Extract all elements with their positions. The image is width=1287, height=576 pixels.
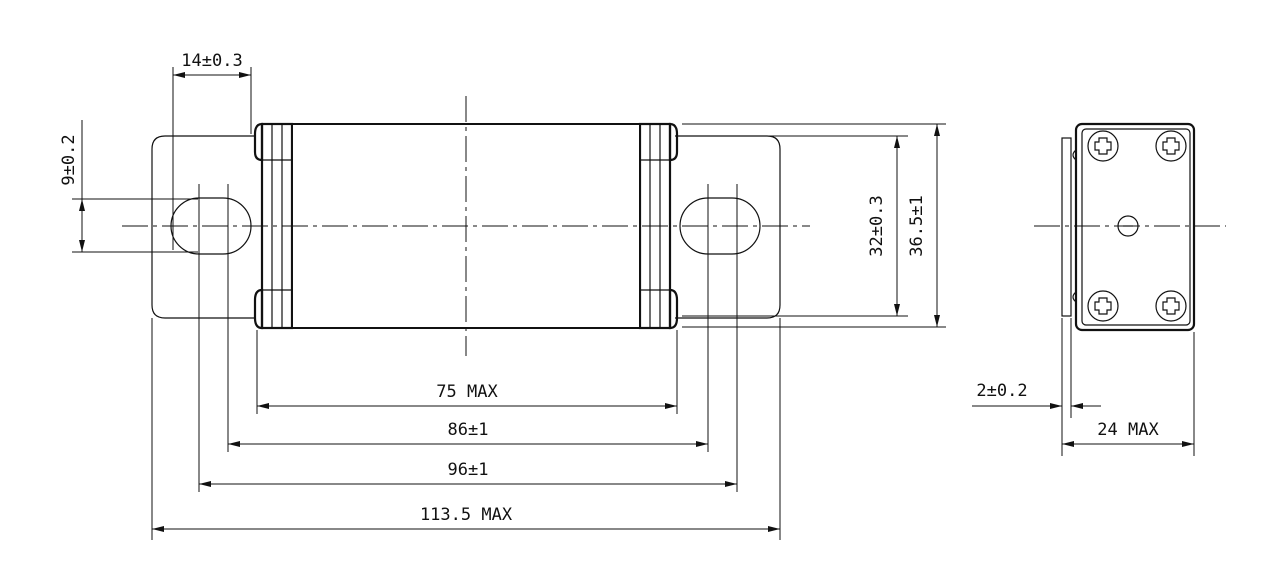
screw-bottom-right-icon bbox=[1155, 290, 1187, 322]
dimension-32: 32±0.3 bbox=[867, 136, 900, 316]
screw-top-right-icon bbox=[1155, 130, 1187, 162]
left-mounting-tab bbox=[151, 135, 255, 319]
dimension-113-5: 113.5 MAX bbox=[152, 505, 780, 532]
dimension-86: 86±1 bbox=[228, 420, 708, 447]
dimension-label-tab-width: 14±0.3 bbox=[181, 51, 242, 71]
dimension-label-tab-thickness: 2±0.2 bbox=[976, 381, 1027, 401]
side-body-inner bbox=[1081, 128, 1191, 326]
dimension-label-inner-height: 32±0.3 bbox=[867, 195, 887, 256]
screw-bottom-left-icon bbox=[1087, 290, 1119, 322]
dimension-label-slot-height: 9±0.2 bbox=[59, 134, 79, 185]
dimension-label-inner-hole-spacing: 86±1 bbox=[448, 420, 489, 440]
dimension-14: 14±0.3 bbox=[172, 51, 252, 250]
front-view bbox=[122, 96, 810, 356]
side-view bbox=[1034, 122, 1226, 332]
right-slot bbox=[679, 197, 761, 255]
dimension-label-depth: 24 MAX bbox=[1097, 420, 1159, 440]
dimension-label-overall-length: 113.5 MAX bbox=[420, 505, 513, 525]
side-tab bbox=[1061, 137, 1072, 317]
dimension-label-outer-hole-spacing: 96±1 bbox=[448, 460, 489, 480]
dimension-24: 24 MAX bbox=[1062, 420, 1194, 447]
dimension-label-overall-height: 36.5±1 bbox=[907, 195, 927, 256]
dimension-2: 2±0.2 bbox=[972, 381, 1101, 409]
dimension-96: 96±1 bbox=[199, 460, 737, 487]
dimension-36-5: 36.5±1 bbox=[907, 124, 940, 327]
dimension-9: 9±0.2 bbox=[59, 120, 198, 253]
dimension-75: 75 MAX bbox=[257, 382, 677, 409]
right-mounting-tab bbox=[675, 135, 781, 319]
dimension-label-body-length: 75 MAX bbox=[436, 382, 498, 402]
side-body-outer bbox=[1074, 122, 1196, 332]
screw-top-left-icon bbox=[1087, 130, 1119, 162]
